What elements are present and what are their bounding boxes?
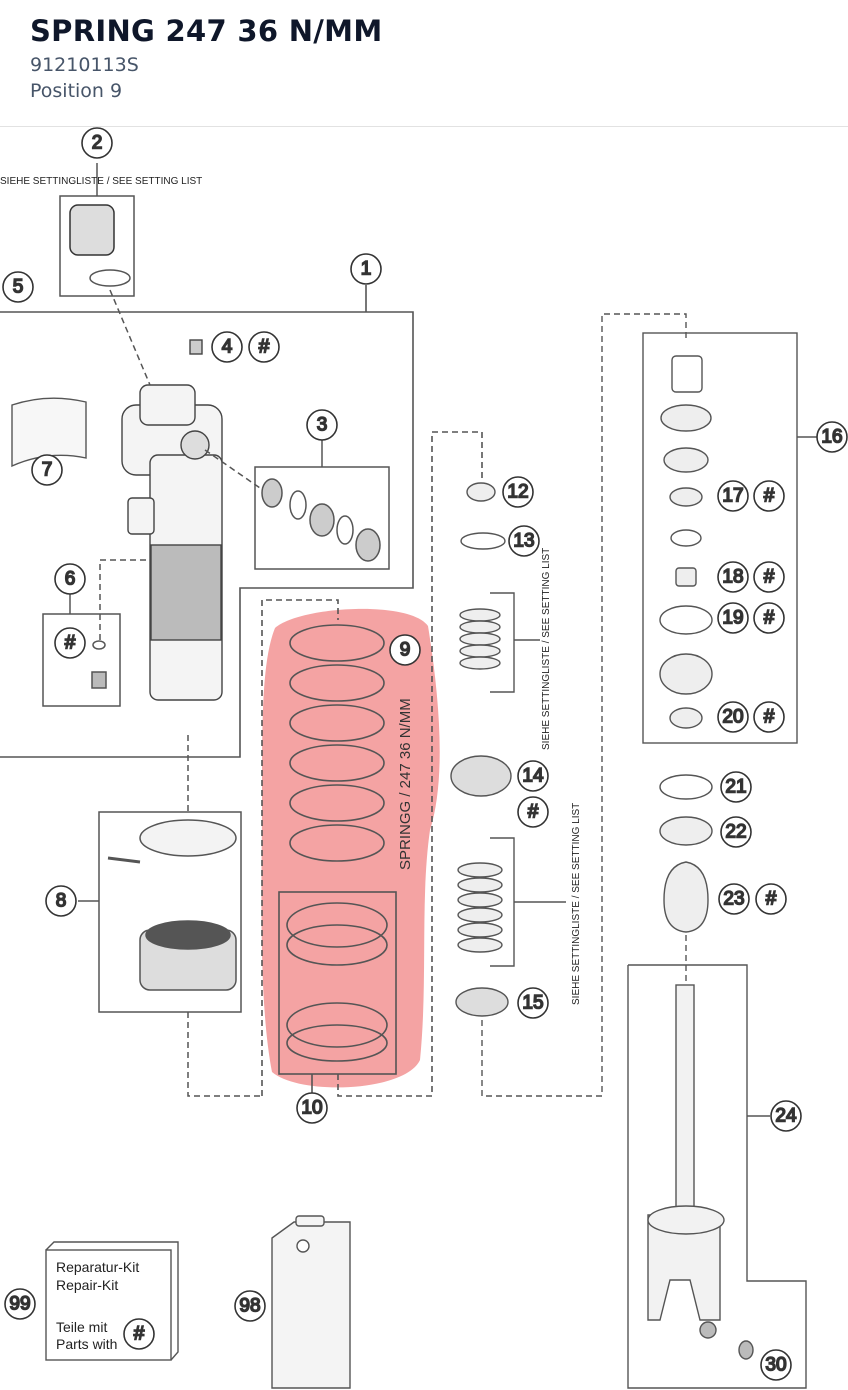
spring-rating-label: SPRINGG / 247 36 N/MM — [397, 698, 414, 870]
callout-12-label: 12 — [507, 482, 528, 503]
exploded-parts-diagram: SIEHE SETTINGLISTE / SEE SETTING LIST — [0, 127, 848, 1389]
callout-4[interactable]: 4 — [211, 331, 243, 363]
callout-14-hash[interactable]: # — [517, 796, 549, 828]
callout-18[interactable]: 18 — [717, 561, 749, 593]
part-position: Position 9 — [30, 80, 123, 102]
callout-12[interactable]: 12 — [502, 476, 534, 508]
group-3-bearing — [204, 440, 390, 570]
callout-16[interactable]: 16 — [816, 421, 848, 453]
group-1-damper — [0, 285, 414, 758]
callout-14-label: 14 — [522, 766, 544, 787]
setting-list-note-lower: SIEHE SETTINGLISTE / SEE SETTING LIST — [571, 803, 582, 1005]
hash-label: # — [259, 337, 270, 358]
callout-23-label: 23 — [723, 889, 744, 910]
group-8-adjuster — [78, 735, 262, 1097]
callout-15-label: 15 — [522, 993, 543, 1014]
oil-can-drawing — [271, 1215, 351, 1389]
callout-99-label: 99 — [9, 1294, 30, 1315]
hash-label: # — [528, 802, 539, 823]
callout-21-label: 21 — [725, 777, 746, 798]
hash-label: # — [764, 707, 775, 728]
callout-14[interactable]: 14 — [517, 760, 549, 792]
callout-19[interactable]: 19 — [717, 602, 749, 634]
callout-10[interactable]: 10 — [296, 1092, 328, 1124]
callout-13-label: 13 — [513, 531, 534, 552]
callout-2-label: 2 — [92, 133, 103, 154]
callout-6[interactable]: 6 — [54, 563, 86, 595]
heat-shield-drawing — [11, 397, 87, 468]
callout-6-label: 6 — [65, 569, 76, 590]
callout-18-hash[interactable]: # — [753, 561, 785, 593]
callout-21[interactable]: 21 — [720, 771, 752, 803]
repair-kit-box — [45, 1241, 179, 1361]
callout-9[interactable]: 9 — [389, 634, 421, 666]
spring-drawing — [261, 431, 483, 1097]
callout-15[interactable]: 15 — [517, 987, 549, 1019]
kit-parts-en: Parts with — [56, 1336, 117, 1352]
setting-list-note-top: SIEHE SETTINGLISTE / SEE SETTING LIST — [0, 176, 202, 187]
kit-parts-de: Teile mit — [56, 1319, 107, 1335]
callout-4-hash[interactable]: # — [248, 331, 280, 363]
callout-5-label: 5 — [13, 277, 24, 298]
callout-30[interactable]: 30 — [760, 1349, 792, 1381]
kit-label-de: Reparatur-Kit — [56, 1259, 139, 1275]
shock-body-drawing — [121, 339, 223, 701]
callout-2[interactable]: 2 — [81, 127, 113, 159]
callout-4-label: 4 — [222, 337, 233, 358]
callout-7-label: 7 — [42, 460, 53, 481]
part-header: SPRING 247 36 N/MM 91210113S Position 9 — [0, 0, 848, 127]
callout-19-label: 19 — [722, 608, 743, 629]
part-title: SPRING 247 36 N/MM — [30, 14, 383, 48]
spring-highlight — [261, 608, 440, 1088]
group-24-piston-rod — [627, 935, 807, 1389]
callout-22-label: 22 — [725, 822, 746, 843]
callout-1[interactable]: 1 — [350, 253, 382, 285]
callout-20[interactable]: 20 — [717, 701, 749, 733]
callout-98-label: 98 — [239, 1296, 260, 1317]
callout-8[interactable]: 8 — [45, 885, 77, 917]
callout-18-label: 18 — [722, 567, 743, 588]
callout-17-label: 17 — [722, 486, 743, 507]
callouts: 2 1 5 4 # 3 7 6 # 9 8 10 12 13 14 # 15 1… — [2, 127, 848, 1381]
part-number: 91210113S — [30, 54, 139, 76]
bump-stop-parts — [659, 774, 713, 933]
callout-8-label: 8 — [56, 891, 67, 912]
callout-17-hash[interactable]: # — [753, 480, 785, 512]
callout-23-hash[interactable]: # — [755, 883, 787, 915]
callout-99[interactable]: 99 — [4, 1288, 36, 1320]
callout-3-label: 3 — [317, 415, 328, 436]
callout-30-label: 30 — [765, 1355, 786, 1376]
callout-3[interactable]: 3 — [306, 409, 338, 441]
group-6-valve — [42, 559, 150, 707]
callout-10-label: 10 — [301, 1098, 322, 1119]
callout-24-label: 24 — [775, 1106, 797, 1127]
callout-7[interactable]: 7 — [31, 454, 63, 486]
callout-16-label: 16 — [821, 427, 842, 448]
callout-6-hash[interactable]: # — [54, 627, 86, 659]
callout-17[interactable]: 17 — [717, 480, 749, 512]
callout-kit-hash[interactable]: # — [123, 1318, 155, 1350]
hash-label: # — [134, 1324, 145, 1345]
middle-column-parts — [450, 313, 687, 1097]
callout-24[interactable]: 24 — [770, 1100, 802, 1132]
callout-1-label: 1 — [361, 259, 372, 280]
hash-label: # — [65, 633, 76, 654]
hash-label: # — [764, 567, 775, 588]
callout-9-label: 9 — [400, 640, 411, 661]
callout-98[interactable]: 98 — [234, 1290, 266, 1322]
callout-22[interactable]: 22 — [720, 816, 752, 848]
kit-label-en: Repair-Kit — [56, 1277, 118, 1293]
group-16-seal-kit — [642, 332, 818, 744]
callout-20-label: 20 — [722, 707, 743, 728]
callout-5[interactable]: 5 — [2, 271, 34, 303]
hash-label: # — [764, 486, 775, 507]
callout-19-hash[interactable]: # — [753, 602, 785, 634]
group-2-valve — [59, 163, 151, 386]
hash-label: # — [766, 889, 777, 910]
callout-13[interactable]: 13 — [508, 525, 540, 557]
hash-label: # — [764, 608, 775, 629]
callout-20-hash[interactable]: # — [753, 701, 785, 733]
callout-23[interactable]: 23 — [718, 883, 750, 915]
setting-list-note-middle: SIEHE SETTINGLISTE / SEE SETTING LIST — [541, 548, 552, 750]
